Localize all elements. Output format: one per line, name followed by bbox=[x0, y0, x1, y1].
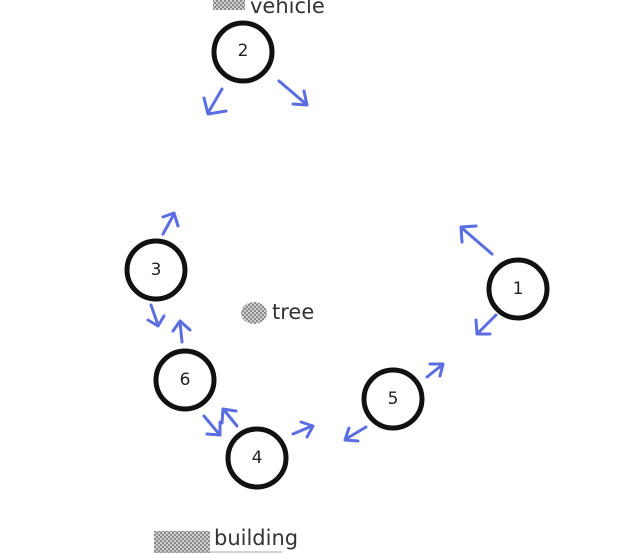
legend-label-tree: tree bbox=[272, 300, 314, 324]
arrow-2-down-left bbox=[202, 87, 228, 116]
node-1[interactable]: 1 bbox=[486, 257, 550, 321]
node-5[interactable]: 5 bbox=[361, 367, 425, 431]
arrow-3-down bbox=[146, 303, 166, 328]
node-label-3: 3 bbox=[151, 260, 162, 280]
arrow-4-right bbox=[291, 420, 315, 439]
arrow-6-up bbox=[171, 319, 192, 344]
legend-label-vehicle: vehicle bbox=[250, 0, 325, 18]
tree-swatch-icon bbox=[241, 302, 267, 324]
legend-label-building: building bbox=[214, 526, 298, 550]
arrow-5-left bbox=[343, 425, 368, 443]
arrow-5-up-right bbox=[425, 362, 445, 379]
arrow-2-down-right bbox=[277, 79, 309, 107]
node-2[interactable]: 2 bbox=[211, 20, 275, 84]
node-label-4: 4 bbox=[252, 448, 263, 468]
node-label-6: 6 bbox=[180, 370, 191, 390]
node-label-2: 2 bbox=[238, 41, 249, 61]
building-swatch-icon bbox=[154, 531, 210, 553]
node-label-5: 5 bbox=[388, 389, 399, 409]
arrow-1-up-left bbox=[459, 224, 494, 256]
node-3[interactable]: 3 bbox=[124, 238, 188, 302]
node-6[interactable]: 6 bbox=[153, 348, 217, 412]
arrow-1-down-left bbox=[474, 313, 498, 336]
legend-item-vehicle: vehicle bbox=[213, 0, 325, 18]
legend-item-building: building bbox=[154, 526, 298, 553]
arrows bbox=[146, 79, 498, 443]
vehicle-swatch-icon bbox=[213, 0, 245, 10]
arrow-3-up bbox=[161, 211, 180, 236]
legend-item-tree: tree bbox=[241, 300, 314, 324]
arrow-4-up-left bbox=[220, 407, 239, 428]
node-4[interactable]: 4 bbox=[225, 426, 289, 490]
arrow-6-down-right bbox=[202, 414, 222, 437]
node-label-1: 1 bbox=[513, 279, 524, 299]
